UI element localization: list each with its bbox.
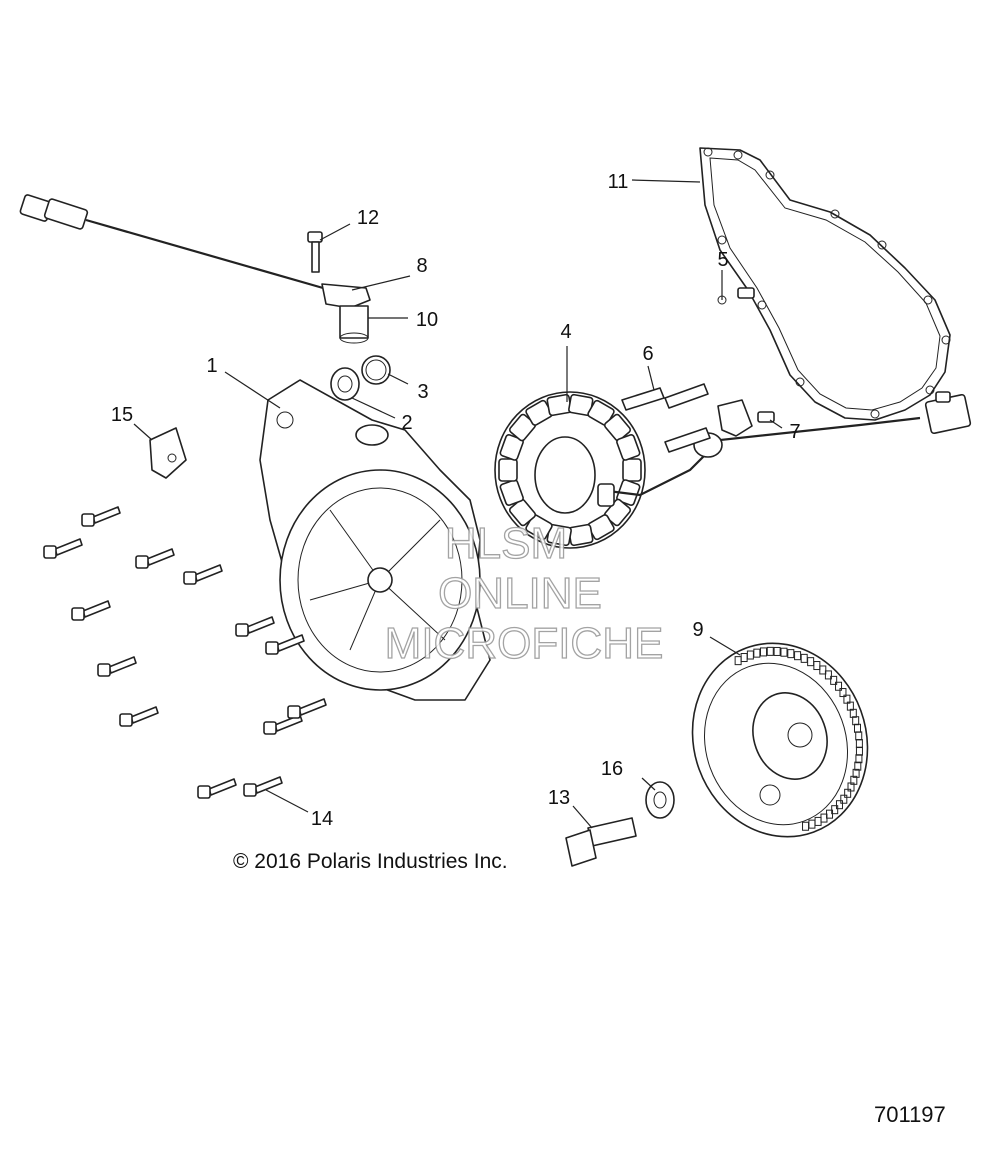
retainer-plate-part-5 [717,295,753,437]
flywheel-slot [849,708,857,718]
stator-tooth [508,498,537,527]
callout-9: 9 [692,619,703,641]
flywheel-slot [819,665,827,675]
bolt-14 [71,600,111,621]
stator-tooth [546,393,572,417]
bolt-14 [197,778,237,799]
flywheel-slot [855,754,863,764]
flywheel-slot [780,647,788,657]
callout-labels: 1 2 3 4 5 6 7 8 9 10 11 12 13 14 15 16 [111,171,801,830]
screw-part-7 [737,287,775,423]
flywheel-slot [840,794,848,804]
flywheel-slot [824,670,832,680]
flywheel-slot [844,788,852,798]
washer-part-16 [645,781,675,819]
callout-1: 1 [206,355,217,377]
callout-15: 15 [111,404,133,426]
bolt-14 [43,538,83,559]
bolt-14 [287,698,327,719]
stator-cover-part-1 [259,379,491,701]
callout-12: 12 [357,207,379,229]
callout-16: 16 [601,758,623,780]
callout-8: 8 [416,255,427,277]
bolt-14 [265,634,305,655]
flywheel-slot [802,821,810,831]
stator-tooth [603,413,632,442]
stator-tooth [498,458,518,482]
flywheel-slot [787,649,795,659]
watermark-line-3: MICROFICHE [385,619,664,668]
drawing-number: 701197 [874,1102,946,1127]
callout-11: 11 [608,171,629,193]
sensor-harness [19,194,331,292]
flywheel-slot [852,768,860,778]
flywheel-slot [773,646,781,656]
flywheel-slot [839,688,847,698]
bolt-14 [243,776,283,797]
flywheel-slot [835,800,843,810]
bolt-14 [119,706,159,727]
leader-lines [133,179,783,829]
stator-tooth [568,523,594,547]
copyright-notice: © 2016 Polaris Industries Inc. [233,850,508,873]
flywheel-slot [794,651,802,661]
callout-10: 10 [416,309,438,331]
gasket-part-11 [699,147,951,421]
flywheel-slot [766,646,774,656]
callout-13: 13 [548,787,570,809]
callout-2: 2 [401,412,412,434]
flywheel-slot [830,675,838,685]
speed-sensor-part-8 [321,283,371,344]
bolt-set-part-14 [43,506,327,799]
callout-7: 7 [789,421,800,443]
bearing-part-2 [330,367,360,401]
stator-tooth [499,479,524,506]
stator-bolt-part-6 [621,383,711,453]
callout-5: 5 [717,249,728,271]
flywheel-bolt-part-13 [565,817,637,867]
bolt-14 [81,506,121,527]
bolt-14 [97,656,137,677]
clip-part-15 [149,427,187,479]
stator-tooth [616,434,641,461]
callout-14: 14 [311,808,333,830]
bolt-14 [263,714,303,735]
flywheel-slot [835,681,843,691]
bolt-14 [235,616,275,637]
stator-part-4 [494,391,921,549]
watermark: HLSM ONLINE MICROFICHE [384,518,664,668]
watermark-line-2: ONLINE [438,569,602,618]
callout-6: 6 [642,343,653,365]
callout-4: 4 [560,321,571,343]
stator-tooth [622,458,642,482]
bolt-part-12 [307,231,323,273]
bolt-14 [135,548,175,569]
callout-3: 3 [417,381,428,403]
stator-connector [924,391,972,435]
flywheel-slot [753,648,761,658]
watermark-line-1: HLSM [445,519,567,568]
flywheel-part-9 [691,642,869,838]
bolt-14 [183,564,223,585]
flywheel-slot [854,761,862,771]
snap-ring-part-3 [361,355,391,385]
flywheel-slot [759,647,767,657]
